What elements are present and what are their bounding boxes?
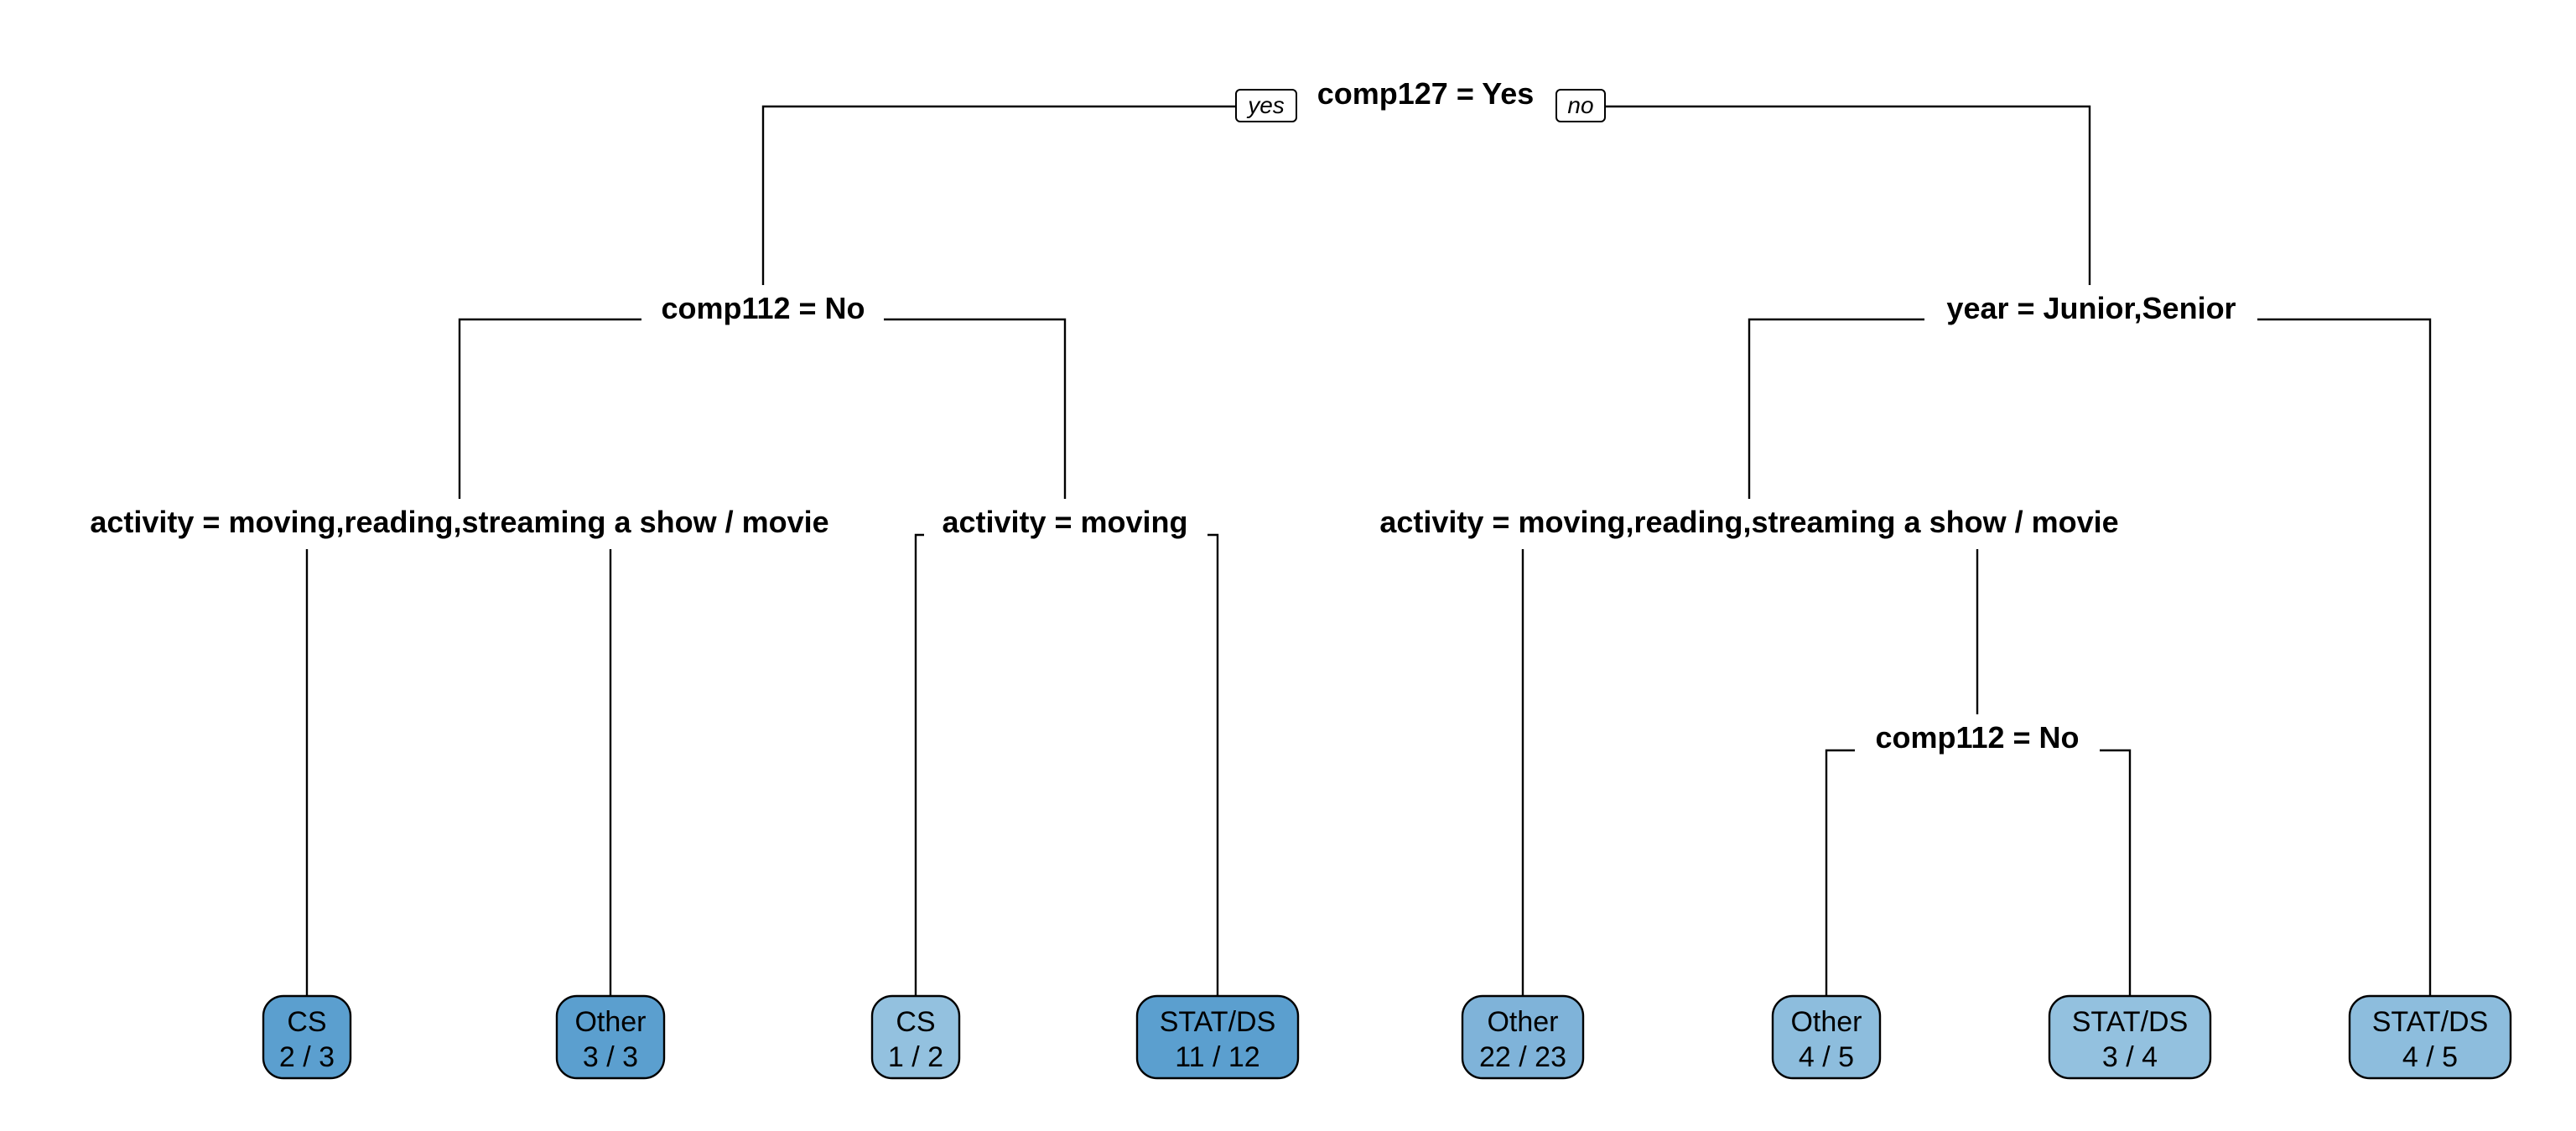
leaf-node: STAT/DS 11 / 12 [1135,994,1300,1080]
leaf-ratio: 11 / 12 [1175,1041,1259,1073]
leaf-box [1461,994,1585,1080]
branch-tag-yes: yes [1235,89,1297,122]
branch-tag-no-box [1555,89,1606,122]
edge-comp112b-left [1825,749,1855,996]
split-year-label: year = Junior,Senior [1946,291,2236,325]
leaf-node: Other 4 / 5 [1771,994,1882,1080]
edge-comp112b-right [2100,749,2132,996]
edge-year-right [2257,318,2432,996]
split-comp112-lower-label: comp112 = No [1875,720,2079,755]
edge-root-left [761,105,1238,287]
leaf-ratio: 4 / 5 [2402,1041,2458,1073]
leaf-box [2048,994,2212,1080]
leaf-box [1771,994,1882,1080]
split-activity-moving-bg [926,500,1206,545]
branch-tag-yes-text: yes [1246,92,1285,118]
branch-tag-no: no [1555,89,1606,122]
split-activity-moving-label: activity = moving [942,505,1187,539]
leaf-ratio: 22 / 23 [1479,1041,1566,1073]
leaf-class: CS [287,1006,326,1038]
branch-tag-no-text: no [1567,92,1593,118]
edge-comp112-right [884,318,1067,499]
split-root-label: comp127 = Yes [1317,76,1535,111]
edge-act2-left [914,533,924,996]
leaf-ratio: 4 / 5 [1799,1041,1854,1073]
split-activity-left-label: activity = moving,reading,streaming a sh… [90,505,828,539]
edge-year-left [1748,318,1924,499]
split-left-bg [644,285,882,330]
leaf-class: Other [1790,1006,1862,1038]
leaf-ratio: 2 / 3 [279,1041,335,1073]
edge-root-right [1593,105,2091,287]
leaf-ratio: 1 / 2 [888,1041,943,1073]
edge-act2-right [1208,533,1219,996]
leaf-ratio: 3 / 3 [583,1041,638,1073]
leaf-class: STAT/DS [2072,1006,2189,1038]
leaf-class: STAT/DS [2372,1006,2489,1038]
edge-comp112-left [458,318,641,499]
leaf-node: Other 22 / 23 [1461,994,1585,1080]
leaf-node: STAT/DS 3 / 4 [2048,994,2212,1080]
leaf-class: STAT/DS [1160,1006,1276,1038]
split-right-bg [1927,285,2256,330]
split-root-bg [1300,72,1551,117]
leaf-box [555,994,666,1080]
leaf-nodes: CS 2 / 3 Other 3 / 3 CS 1 / 2 STAT/DS 11… [262,994,2512,1080]
leaf-box [1135,994,1300,1080]
leaf-node: CS 1 / 2 [870,994,961,1080]
leaf-class: Other [1487,1006,1558,1038]
leaf-box [870,994,961,1080]
leaf-class: CS [896,1006,935,1038]
leaf-node: CS 2 / 3 [262,994,352,1080]
branch-tag-yes-box [1235,89,1297,122]
split-comp112-label: comp112 = No [661,291,865,325]
leaf-box [262,994,352,1080]
split-comp112-lower-bg [1857,714,2098,760]
leaf-box [2348,994,2512,1080]
split-labels: comp127 = Yes comp112 = No year = Junior… [90,72,2256,760]
leaf-class: Other [574,1006,646,1038]
leaf-ratio: 3 / 4 [2102,1041,2158,1073]
leaf-node: Other 3 / 3 [555,994,666,1080]
tree-edges [305,105,2432,996]
split-activity-right-label: activity = moving,reading,streaming a sh… [1379,505,2118,539]
leaf-node: STAT/DS 4 / 5 [2348,994,2512,1080]
